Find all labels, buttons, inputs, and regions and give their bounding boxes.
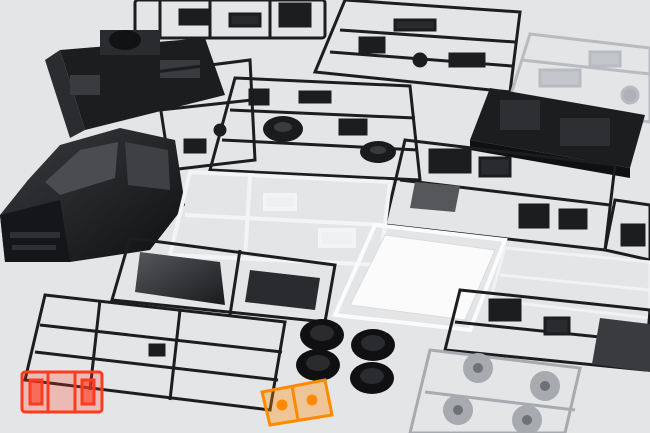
interior-tub [470,88,645,178]
fender-part [245,270,320,310]
tire-set [296,319,395,394]
sprue-wheels [408,348,582,433]
hood-part [135,252,225,305]
sprue-far-right [603,198,650,262]
chassis-frame [45,30,225,138]
sprue-gray-top-right [506,32,650,124]
wheel-set [443,353,560,433]
spare-tire-hub [274,122,292,132]
sprue-bottom-left [23,293,287,412]
sprue-top-center [133,0,327,40]
diamond-plate-part [410,182,460,212]
sprue-white-roof [332,222,508,333]
car-body [0,128,185,262]
sprue-right-middle [383,138,617,252]
sprue-clear-right [488,246,650,320]
sprue-left-middle [153,58,257,172]
dark-panel-part [592,318,650,372]
sprue-amber-clear [260,378,334,427]
sprue-red-clear [20,370,104,414]
